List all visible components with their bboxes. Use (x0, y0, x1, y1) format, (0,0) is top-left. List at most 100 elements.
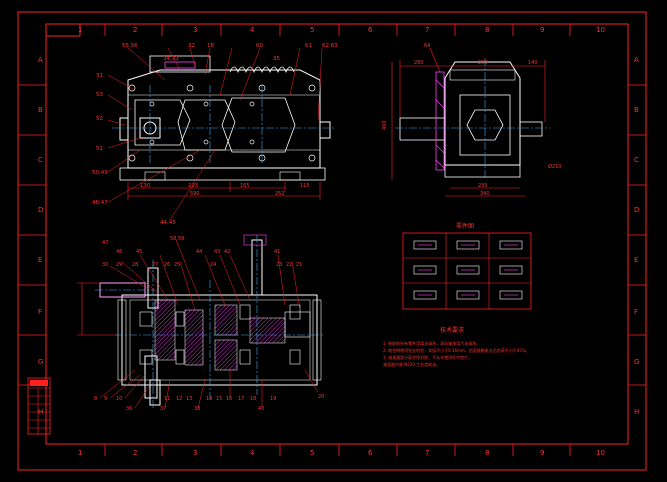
callout: 53 (96, 92, 103, 98)
zone-number: 2 (133, 26, 137, 34)
side-dim: Ø210 (548, 163, 561, 170)
callout: 18 (207, 43, 214, 49)
zone-number: 4 (250, 26, 255, 34)
callout: 64 (424, 43, 430, 49)
callout: 10 (116, 396, 122, 402)
inner-frame (45, 23, 629, 445)
callout: 12 (176, 396, 182, 402)
zone-number: 10 (596, 449, 605, 457)
callout: 60 (256, 43, 263, 49)
callout: 29 (116, 262, 122, 268)
callout: 14 (206, 396, 212, 402)
callout: 22 (286, 262, 292, 268)
zone-letter: G (634, 358, 639, 366)
zone-letter: F (634, 308, 638, 316)
zone-letter: A (634, 56, 639, 64)
notes-line: 3. 减速器剖分面涂密封胶，不允许使用任何垫片。 (383, 354, 472, 360)
zone-ticks (18, 24, 646, 456)
callout: 8 (94, 396, 97, 402)
zone-number: 6 (368, 26, 373, 34)
notes-line: 1. 装配前所有零件用煤油清洗，滚动轴承用汽油清洗。 (383, 340, 480, 346)
callout: 44 (196, 249, 202, 255)
callout: 62,63 (322, 43, 338, 49)
callout: 61 (305, 43, 312, 49)
zone-letter: B (38, 106, 43, 114)
zone-letters-right: A B C D E F G H (634, 56, 639, 416)
notes-line: 减速器内装 N220 工业齿轮油。 (383, 361, 440, 367)
callout: 44,45 (160, 220, 176, 226)
callout: 28 (132, 262, 138, 268)
zone-number: 5 (310, 449, 314, 457)
callout: 52 (96, 116, 103, 122)
side-dim: 235 (478, 183, 488, 189)
zone-number: 10 (596, 26, 605, 34)
zone-letter: C (634, 156, 639, 164)
callout: 42 (224, 249, 230, 255)
callout: 47 (102, 240, 108, 246)
callout: 9 (104, 396, 107, 402)
callout: 41 (274, 249, 280, 255)
callout: 13 (186, 396, 192, 402)
callout: 11 (164, 396, 170, 402)
zone-letters-left: A B C D E F G H (38, 56, 43, 416)
zone-number: 6 (368, 449, 373, 457)
zone-letter: D (634, 206, 639, 214)
callout: 20 (318, 394, 324, 400)
zone-number: 3 (193, 26, 197, 34)
callout: 34,33 (163, 56, 179, 62)
zone-letter: F (38, 308, 42, 316)
callout: 46 (116, 249, 122, 255)
zone-letter: E (38, 256, 42, 264)
callout: 48,47 (92, 200, 108, 206)
side-dim: 340 (480, 191, 490, 197)
callout: 36 (126, 406, 132, 412)
side-dim: 280 (414, 60, 424, 66)
front-dim: 115 (300, 183, 310, 189)
zone-number: 9 (540, 26, 544, 34)
callout: 30 (102, 262, 108, 268)
side-dim: 200 (478, 60, 488, 66)
detail-grid-title: 零件图 (456, 222, 474, 230)
callout: 45 (136, 249, 142, 255)
zone-number: 8 (485, 449, 489, 457)
zone-number: 7 (425, 26, 429, 34)
callout: 17 (238, 396, 244, 402)
callout: 21 (296, 262, 302, 268)
detail-grid: 零件图 (402, 222, 532, 310)
technical-notes: 技术要求 1. 装配前所有零件用煤油清洗，滚动轴承用汽油清洗。 2. 啮合侧隙用… (383, 326, 530, 367)
zone-number: 1 (78, 26, 82, 34)
plan-view: 47 46 45 44 30 29 28 27 26 25 24 43 42 4… (77, 234, 325, 412)
side-view: 64 280 200 140 460 Ø210 235 340 (382, 43, 561, 197)
zone-letter: E (634, 256, 638, 264)
zone-letter: H (634, 408, 639, 416)
front-dim: 590 (190, 191, 200, 197)
title-block (27, 377, 51, 435)
callout: 18 (250, 396, 256, 402)
zone-letter: D (38, 206, 43, 214)
zone-letter: B (634, 106, 639, 114)
callout: 27 (152, 262, 158, 268)
callout: 38 (194, 406, 200, 412)
zone-number: 1 (78, 449, 82, 457)
notes-title: 技术要求 (440, 326, 464, 334)
side-dim: 140 (528, 60, 538, 66)
zone-number: 2 (133, 449, 137, 457)
callout: 16 (226, 396, 232, 402)
callout: 55,56 (122, 43, 138, 49)
side-dim: 460 (382, 120, 388, 130)
zone-number: 9 (540, 449, 544, 457)
callout: 50,49 (92, 170, 108, 176)
outer-frame (17, 11, 647, 471)
front-view: 165 252 590 115 55,56 34,33 32 18 60 35 … (92, 43, 338, 226)
zone-number: 4 (250, 449, 255, 457)
zone-letter: G (38, 358, 43, 366)
zone-number: 3 (193, 449, 197, 457)
callout: 35 (273, 56, 280, 62)
notes-line: 2. 啮合侧隙用铅丝检验，其值不小于0.16mm，齿面接触斑点沿齿高不小于45%… (383, 347, 530, 353)
callout: 32 (188, 43, 195, 49)
zone-numbers-bottom: 1 2 3 4 5 6 7 8 9 10 (78, 449, 605, 457)
callout: 130 (140, 183, 151, 189)
callout: 15 (216, 396, 222, 402)
zone-numbers-top: 1 2 3 4 5 6 7 8 9 10 (78, 26, 605, 34)
